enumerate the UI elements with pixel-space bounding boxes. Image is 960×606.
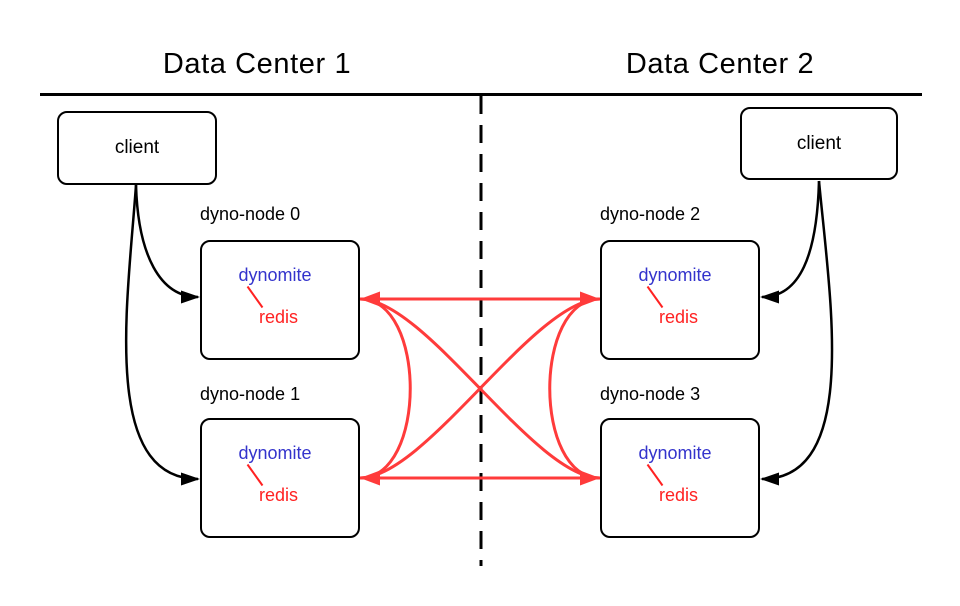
node-label-dyno-node-0: dyno-node 0 <box>200 204 301 224</box>
client-left-to-node1-wire <box>124 184 199 481</box>
arrowhead-into-node2 <box>760 290 779 304</box>
mesh-arrowhead-node0 <box>360 291 380 307</box>
dynomite-label: dynomite <box>238 443 312 463</box>
redis-label: redis <box>658 485 698 505</box>
arrowhead-into-node0 <box>181 290 200 304</box>
mesh-arrowhead-node3 <box>580 470 600 486</box>
client-box-left: client <box>57 111 217 185</box>
dynomite-redis-link-icon <box>646 463 664 487</box>
client-right-to-node2-wire <box>761 180 821 299</box>
node-label-dyno-node-2: dyno-node 2 <box>600 204 701 224</box>
node-box-dyno-node-3: dynomite redis <box>600 418 760 538</box>
arrowhead-into-node1 <box>181 472 200 486</box>
mesh-arrowhead-node1 <box>360 470 380 486</box>
client-label: client <box>796 132 842 154</box>
mesh-arrowhead-node2 <box>580 291 600 307</box>
dynomite-redis-link-icon <box>246 285 264 309</box>
node-box-dyno-node-1: dynomite redis <box>200 418 360 538</box>
mesh-node1-node2 <box>359 297 601 480</box>
dynomite-redis-link-icon <box>246 463 264 487</box>
client-box-right: client <box>740 107 898 180</box>
dynomite-label: dynomite <box>238 265 312 285</box>
datacenter1-title: Data Center 1 <box>162 48 352 80</box>
node-box-dyno-node-2: dynomite redis <box>600 240 760 360</box>
client-left-to-node0-wire <box>134 184 199 299</box>
redis-label: redis <box>258 485 298 505</box>
dynomite-label: dynomite <box>638 265 712 285</box>
node-label-dyno-node-1: dyno-node 1 <box>200 384 301 404</box>
redis-label: redis <box>258 307 298 327</box>
node-label-dyno-node-3: dyno-node 3 <box>600 384 701 404</box>
redis-label: redis <box>658 307 698 327</box>
datacenter2-title: Data Center 2 <box>625 48 815 80</box>
node-box-dyno-node-0: dynomite redis <box>200 240 360 360</box>
mesh-node0-node1 <box>359 297 412 480</box>
arrowhead-into-node3 <box>760 472 779 486</box>
dynomite-label: dynomite <box>638 443 712 463</box>
client-label: client <box>114 137 160 158</box>
client-right-to-node3-wire <box>761 180 834 481</box>
mesh-node2-node3 <box>548 297 601 480</box>
dynomite-redis-link-icon <box>646 285 664 309</box>
